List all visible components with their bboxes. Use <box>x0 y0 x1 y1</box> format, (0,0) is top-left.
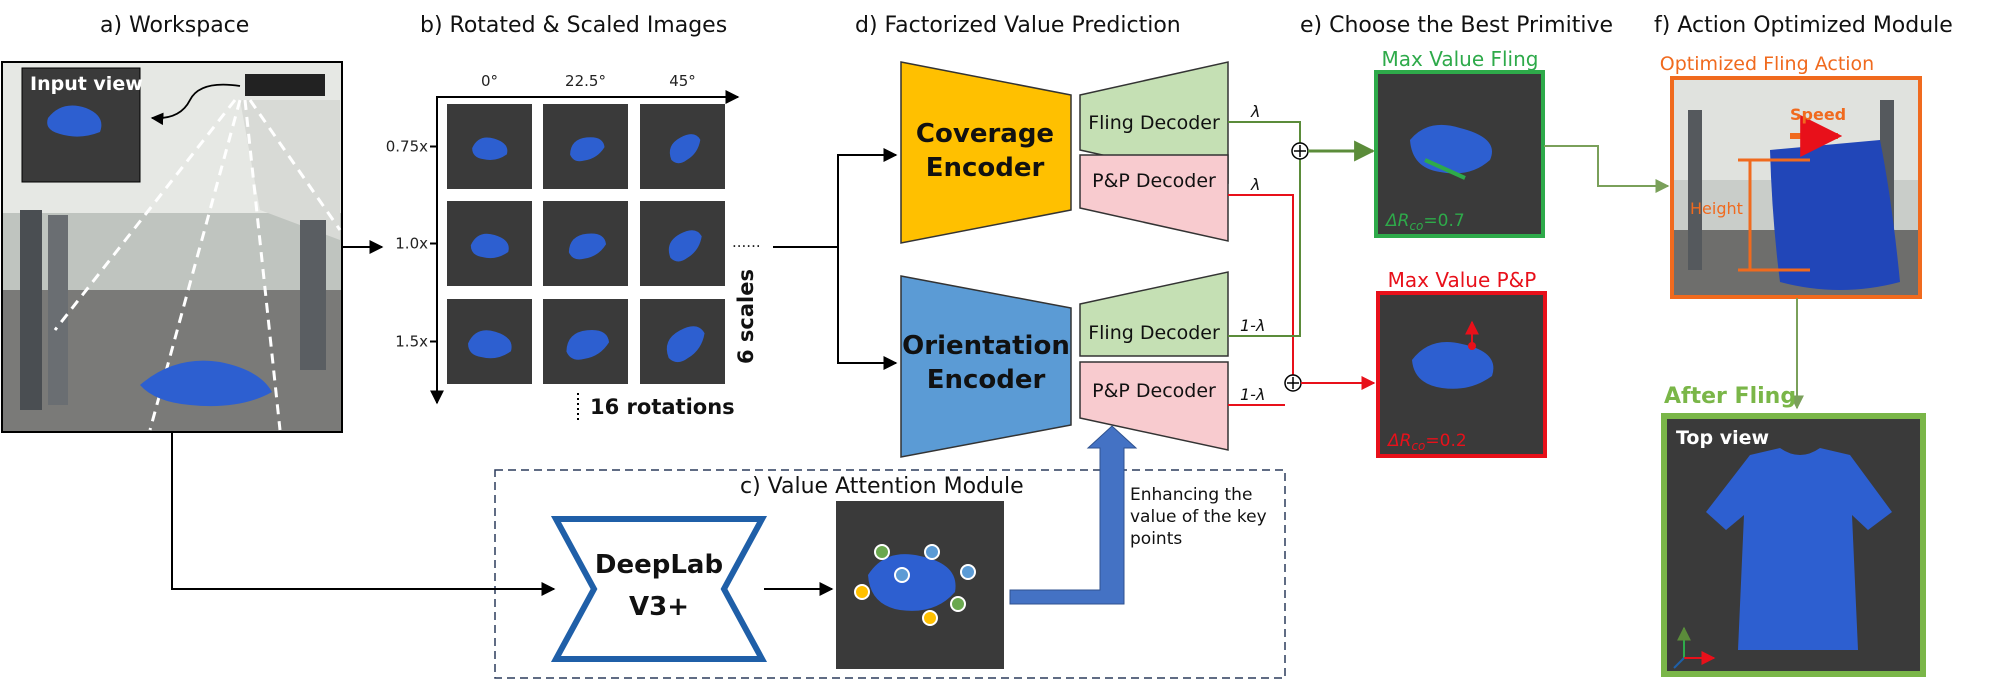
after-fling-photo <box>1661 413 1926 677</box>
optimized-fling-photo <box>1670 76 1922 299</box>
grid-tile <box>543 104 628 189</box>
grid-tile <box>640 299 725 384</box>
sum-node-fling <box>1291 142 1309 160</box>
speed-label: Speed <box>1790 105 1846 124</box>
grid-tile <box>640 104 725 189</box>
enhance-note-line2: value of the key <box>1130 507 1267 527</box>
section-title-value-attention: c) Value Attention Module <box>740 474 1024 499</box>
camera-to-inset-arrow <box>150 83 241 126</box>
enhance-arrow <box>1009 425 1138 605</box>
keypoint-marker <box>874 544 890 560</box>
lambda-fling-top: λ <box>1250 102 1260 121</box>
enhance-note-line3: points <box>1130 529 1182 549</box>
deeplab-line2: V3+ <box>629 592 689 622</box>
max-fling-delta: ΔRco=0.7 <box>1384 211 1465 233</box>
scale-label: 0.75x <box>386 138 428 156</box>
top-view-label: Top view <box>1676 427 1769 449</box>
section-title-workspace: a) Workspace <box>100 13 249 38</box>
pnp-decoder-top <box>1079 154 1229 242</box>
grid-tile <box>447 104 532 189</box>
input-view-inset <box>21 67 141 183</box>
fling-decoder-bottom <box>1079 271 1229 357</box>
lambda-pnp-top: λ <box>1250 175 1260 194</box>
rotations-label: 16 rotations <box>590 395 735 419</box>
fling-to-action-arrow <box>1544 145 1670 193</box>
section-title-choose-best: e) Choose the Best Primitive <box>1300 13 1613 38</box>
grid-tile <box>640 201 725 286</box>
cloth-on-table <box>140 360 272 407</box>
fling-decoder-top-label: Fling Decoder <box>1088 112 1220 134</box>
scale-label: 1.0x <box>395 235 428 253</box>
flattened-shirt <box>1706 448 1892 650</box>
angle-label: 22.5° <box>565 72 606 90</box>
keypoint-marker <box>854 584 870 600</box>
keypoint-marker <box>960 564 976 580</box>
orientation-encoder <box>900 275 1072 458</box>
grid-tile <box>447 201 532 286</box>
orientation-encoder-line2: Encoder <box>927 365 1046 395</box>
scale-label: 1.5x <box>395 333 428 351</box>
enhance-note-line1: Enhancing the <box>1130 485 1252 505</box>
keypoint-marker <box>924 544 940 560</box>
max-pnp-point <box>1468 342 1476 350</box>
grid-tile <box>447 299 532 384</box>
grid-tile <box>543 299 628 384</box>
angle-label: 45° <box>669 72 696 90</box>
after-fling-title: After Fling <box>1664 384 1796 409</box>
pnp-decoder-bottom-label: P&P Decoder <box>1092 380 1216 402</box>
deeplab-network <box>550 516 768 662</box>
fling-top-line <box>1228 121 1301 151</box>
grid-to-encoders-line <box>773 155 839 248</box>
section-title-action-optimized: f) Action Optimized Module <box>1654 13 1953 38</box>
section-title-rotated-scaled: b) Rotated & Scaled Images <box>420 13 727 38</box>
keypoint-marker <box>950 596 966 612</box>
fling-decoder-bottom-label: Fling Decoder <box>1088 322 1220 344</box>
fling-bottom-line <box>1228 152 1301 337</box>
section-title-factorized-value: d) Factorized Value Prediction <box>855 13 1181 38</box>
arrow-to-orientation-encoder <box>837 247 898 370</box>
keypoint-marker <box>894 567 910 583</box>
scales-label: 6 scales <box>734 269 758 364</box>
one-minus-lambda-pnp: 1-λ <box>1240 385 1265 404</box>
coverage-encoder-line1: Coverage <box>916 119 1054 149</box>
coverage-encoder <box>900 61 1072 244</box>
angle-label: 0° <box>481 72 498 90</box>
grid-tile <box>543 201 628 286</box>
max-fling-action-line <box>1424 158 1466 180</box>
optimized-fling-title: Optimized Fling Action <box>1660 53 1874 75</box>
sum-node-pnp <box>1284 374 1302 392</box>
pnp-top-line <box>1228 194 1294 383</box>
max-value-pnp-title: Max Value P&P <box>1388 268 1537 292</box>
max-pnp-delta: ΔRco=0.2 <box>1386 431 1467 453</box>
one-minus-lambda-fling: 1-λ <box>1240 316 1265 335</box>
max-pnp-cloth <box>1412 342 1494 389</box>
pnp-decoder-bottom <box>1079 361 1229 451</box>
value-attention-module-box <box>494 469 1286 679</box>
max-value-fling-title: Max Value Fling <box>1382 47 1539 71</box>
deeplab-line1: DeepLab <box>595 550 723 580</box>
pnp-decoder-top-label: P&P Decoder <box>1092 170 1216 192</box>
height-label: Height <box>1690 199 1743 218</box>
input-view-label: Input view <box>30 73 143 95</box>
keypoint-marker <box>922 610 938 626</box>
coverage-encoder-line2: Encoder <box>926 153 1045 183</box>
orientation-encoder-line1: Orientation <box>902 331 1070 361</box>
grid-ellipsis: ...... <box>732 233 761 251</box>
workspace-to-deeplab-line <box>171 432 556 596</box>
